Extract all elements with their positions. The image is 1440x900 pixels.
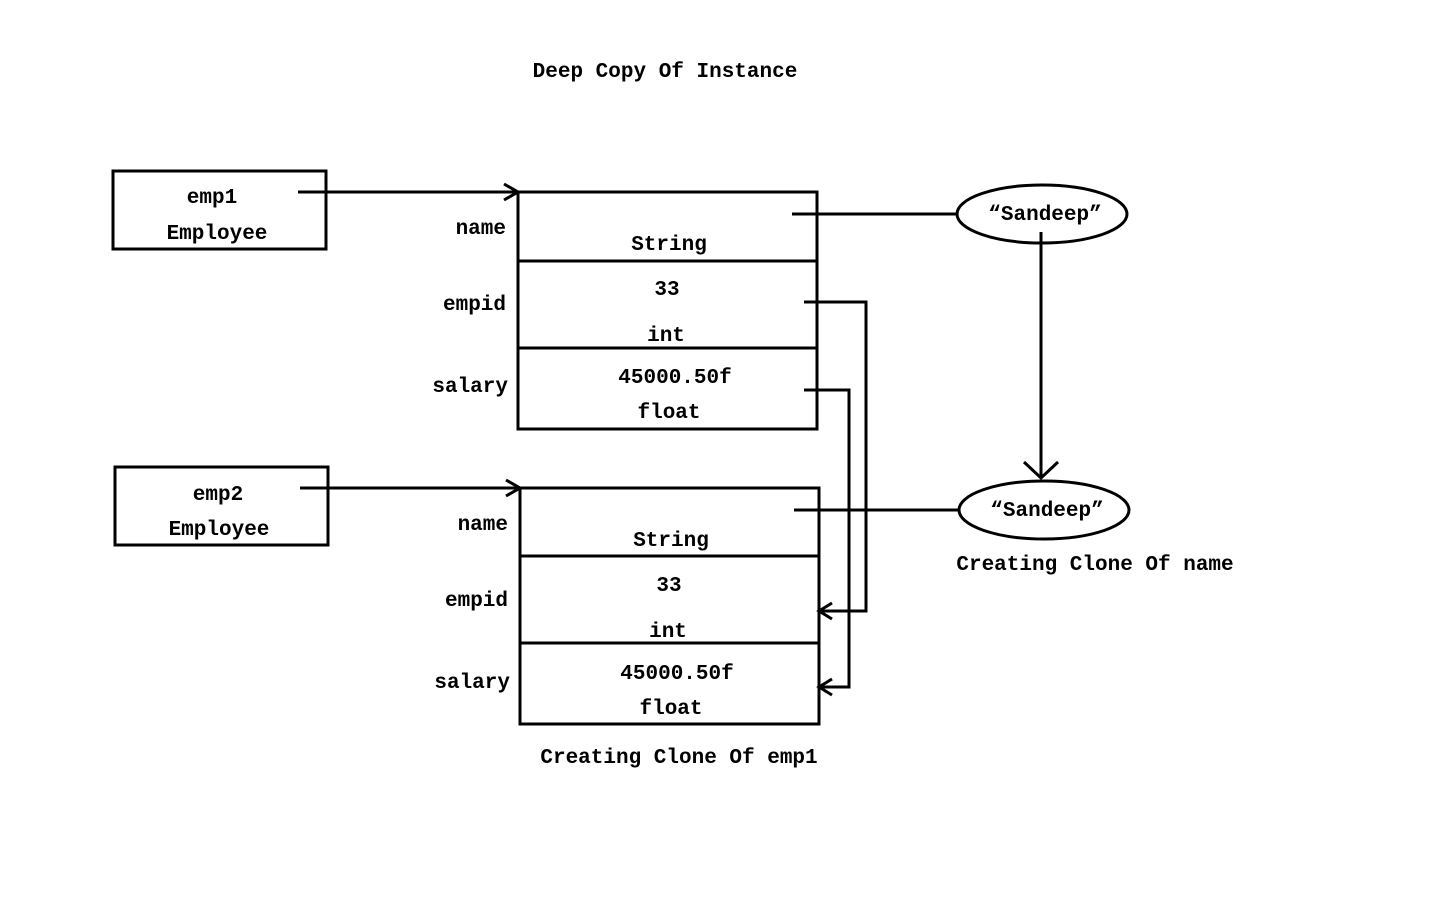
string-object-2: “Sandeep”	[957, 479, 1131, 541]
field-type-empid: int	[647, 325, 685, 348]
clone-field-type-name: String	[633, 530, 709, 553]
reference-box-emp1: emp1 Employee	[111, 169, 328, 251]
string-value-1: “Sandeep”	[988, 204, 1101, 227]
reference-type-emp1: Employee	[167, 223, 268, 246]
reference-box-emp2: emp2 Employee	[113, 465, 330, 547]
caption-clone-emp1: Creating Clone Of emp1	[540, 747, 817, 770]
clone-field-type-empid: int	[649, 621, 687, 644]
reference-var-emp1: emp1	[187, 187, 237, 210]
arrow-clone-string	[1022, 232, 1060, 481]
diagram-title: Deep Copy Of Instance	[533, 61, 798, 84]
string-value-2: “Sandeep”	[990, 500, 1103, 523]
clone-field-type-salary: float	[639, 698, 702, 721]
field-label-empid: empid	[443, 294, 506, 317]
field-label-name: name	[456, 218, 506, 241]
object-emp1: name String empid 33 int salary 45000.50…	[432, 190, 819, 431]
arrow-emp2-to-object	[300, 478, 524, 498]
field-type-salary: float	[637, 402, 700, 425]
clone-field-value-salary: 45000.50f	[620, 663, 733, 686]
field-value-empid: 33	[654, 279, 679, 302]
arrow-copy-empid	[804, 300, 868, 621]
arrow-emp1-to-object	[298, 182, 522, 202]
caption-clone-name: Creating Clone Of name	[956, 554, 1233, 577]
clone-field-label-empid: empid	[445, 590, 508, 613]
clone-field-value-empid: 33	[656, 575, 681, 598]
field-label-salary: salary	[432, 376, 508, 399]
reference-type-emp2: Employee	[169, 519, 270, 542]
arrow-copy-salary	[804, 388, 851, 697]
field-value-salary: 45000.50f	[618, 367, 731, 390]
reference-var-emp2: emp2	[193, 484, 243, 507]
clone-field-label-name: name	[458, 514, 508, 537]
field-type-name: String	[631, 234, 707, 257]
clone-field-label-salary: salary	[434, 672, 510, 695]
object-emp2: name String empid 33 int salary 45000.50…	[434, 486, 821, 726]
